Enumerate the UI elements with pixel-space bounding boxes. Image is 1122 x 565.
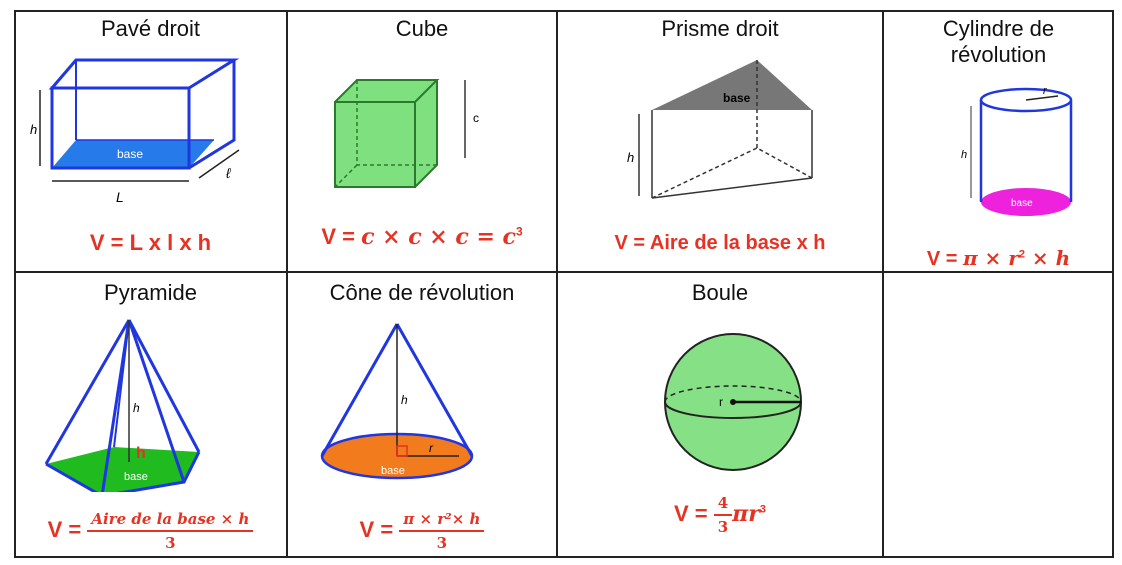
cylindre-figure: r h base <box>961 85 1073 216</box>
pave-base-face <box>52 140 214 168</box>
cylindre-title-line1: Cylindre de <box>942 16 1055 41</box>
cone-r-label: r <box>429 441 434 455</box>
pave-droit-figure: h L ℓ base <box>30 58 240 205</box>
cube-hidden-edge <box>334 164 358 188</box>
pyramide-title: Pyramide <box>104 280 197 305</box>
boule-equator-front <box>664 401 802 419</box>
prisme-base-top <box>652 60 812 110</box>
pave-top-face <box>48 58 240 90</box>
pyramide-lateral-edge <box>127 319 186 483</box>
cube-front-face <box>334 101 416 188</box>
pave-base-label: base <box>117 147 143 161</box>
cube-body <box>335 80 437 187</box>
boule-denominator: 3 <box>717 518 729 536</box>
cylindre-base-label: base <box>1011 198 1033 209</box>
cell-cube: Cube c V = c × c × c = c3 <box>287 10 557 272</box>
cube-figure: c <box>334 79 479 188</box>
pave-l-label: ℓ <box>225 165 231 181</box>
cylindre-formula: V = π × r2 × h <box>883 246 1114 271</box>
cube-formula-body: c × c × c = c <box>361 224 516 250</box>
pave-h-label: h <box>30 122 37 137</box>
cell-cylindre: Cylindre de révolution r h base V = π × … <box>883 10 1114 272</box>
pyramide-denominator: 3 <box>165 534 176 552</box>
pyramide-formula: V = Aire de la base × h 3 <box>14 510 287 552</box>
pyramide-base-face <box>46 447 199 492</box>
boule-r-label: r <box>719 395 723 409</box>
boule-formula-prefix: V = <box>673 500 714 526</box>
pave-L-label: L <box>116 189 124 205</box>
cone-right-angle <box>396 445 408 457</box>
cylindre-formula-body1: π × r <box>962 246 1019 270</box>
boule-equator-back <box>664 385 802 403</box>
prisme-edge <box>651 177 813 199</box>
pyramide-figure: h h base <box>44 319 201 492</box>
cube-formula-exponent: 3 <box>515 224 523 239</box>
pyramide-numerator: Aire de la base × h <box>87 510 254 532</box>
boule-figure: r <box>664 333 802 471</box>
cylindre-title-line2: révolution <box>950 42 1047 67</box>
pyramide-fraction: Aire de la base × h 3 <box>87 510 254 552</box>
boule-formula-exponent: 3 <box>759 503 766 516</box>
boule-title: Boule <box>691 280 749 305</box>
pyramide-h-marker: h <box>136 445 146 462</box>
pyramide-lateral-edge <box>44 319 131 465</box>
cylindre-formula-exponent: 2 <box>1018 248 1025 261</box>
cell-pyramide: Pyramide h h base V = Aire de la base × … <box>14 272 287 558</box>
prisme-droit-formula: V = Aire de la base x h <box>614 232 826 254</box>
cell-empty <box>883 272 1114 558</box>
cell-pave-droit: Pavé droit h L ℓ base V = L x l x h <box>14 10 287 272</box>
pyramide-base-label: base <box>124 471 148 483</box>
cone-denominator: 3 <box>436 534 448 552</box>
cylindre-h-label: h <box>961 149 967 161</box>
pave-droit-title: Pavé droit <box>100 16 201 41</box>
pyramide-lateral-edge <box>127 319 201 453</box>
cone-title: Cône de révolution <box>329 280 515 305</box>
cone-formula: V = π × r²× h 3 <box>287 510 557 552</box>
cone-fraction: π × r²× h 3 <box>399 510 485 552</box>
prisme-figure: h base <box>627 60 813 199</box>
cube-c-label: c <box>473 111 479 125</box>
pyramide-base-edges <box>45 451 201 492</box>
pave-l-arrow <box>198 149 240 179</box>
volume-formulas-table: Pavé droit h L ℓ base V = L x l x h Cube <box>14 10 1114 558</box>
cell-prisme-droit: Prisme droit h base V = Aire de la base … <box>557 10 883 272</box>
cone-formula-prefix: V = <box>359 516 400 542</box>
cube-formula: V = c × c × c = c3 <box>287 224 557 250</box>
cone-side-left <box>320 323 399 457</box>
pyramide-lateral-edge <box>101 319 131 492</box>
prisme-droit-title: Prisme droit <box>661 16 779 41</box>
cylindre-formula-body2: × h <box>1024 246 1071 270</box>
cube-formula-prefix: V = <box>321 224 362 249</box>
prisme-h-label: h <box>627 150 634 165</box>
boule-center <box>730 399 736 405</box>
prisme-hidden-base <box>651 147 813 199</box>
pave-side-edge <box>188 60 236 170</box>
cylindre-r-label: r <box>1043 85 1048 97</box>
pave-droit-formula: V = L x l x h <box>89 230 212 255</box>
boule-formula-suffix: πr <box>732 500 760 527</box>
boule-numerator: 4 <box>713 494 733 516</box>
pyramide-formula-prefix: V = <box>47 516 88 542</box>
cube-title: Cube <box>395 16 449 41</box>
pyramide-h-label: h <box>133 401 140 415</box>
cylindre-r-line <box>1025 95 1059 101</box>
pyramide-lateral-edge <box>113 319 130 448</box>
cone-h-label: h <box>401 393 408 407</box>
cylindre-base-ellipse <box>981 188 1071 216</box>
prisme-base-label: base <box>723 91 751 105</box>
cylindre-formula-prefix: V = <box>926 248 963 270</box>
cone-numerator: π × r²× h <box>399 510 485 532</box>
cone-base-label: base <box>381 465 405 477</box>
cone-side-right <box>395 323 474 457</box>
cell-cone: Cône de révolution h r base V = π × r²× … <box>287 272 557 558</box>
cube-top-edges <box>334 79 440 103</box>
table-grid-lines <box>14 10 1114 558</box>
cone-figure: h r base <box>320 323 474 480</box>
